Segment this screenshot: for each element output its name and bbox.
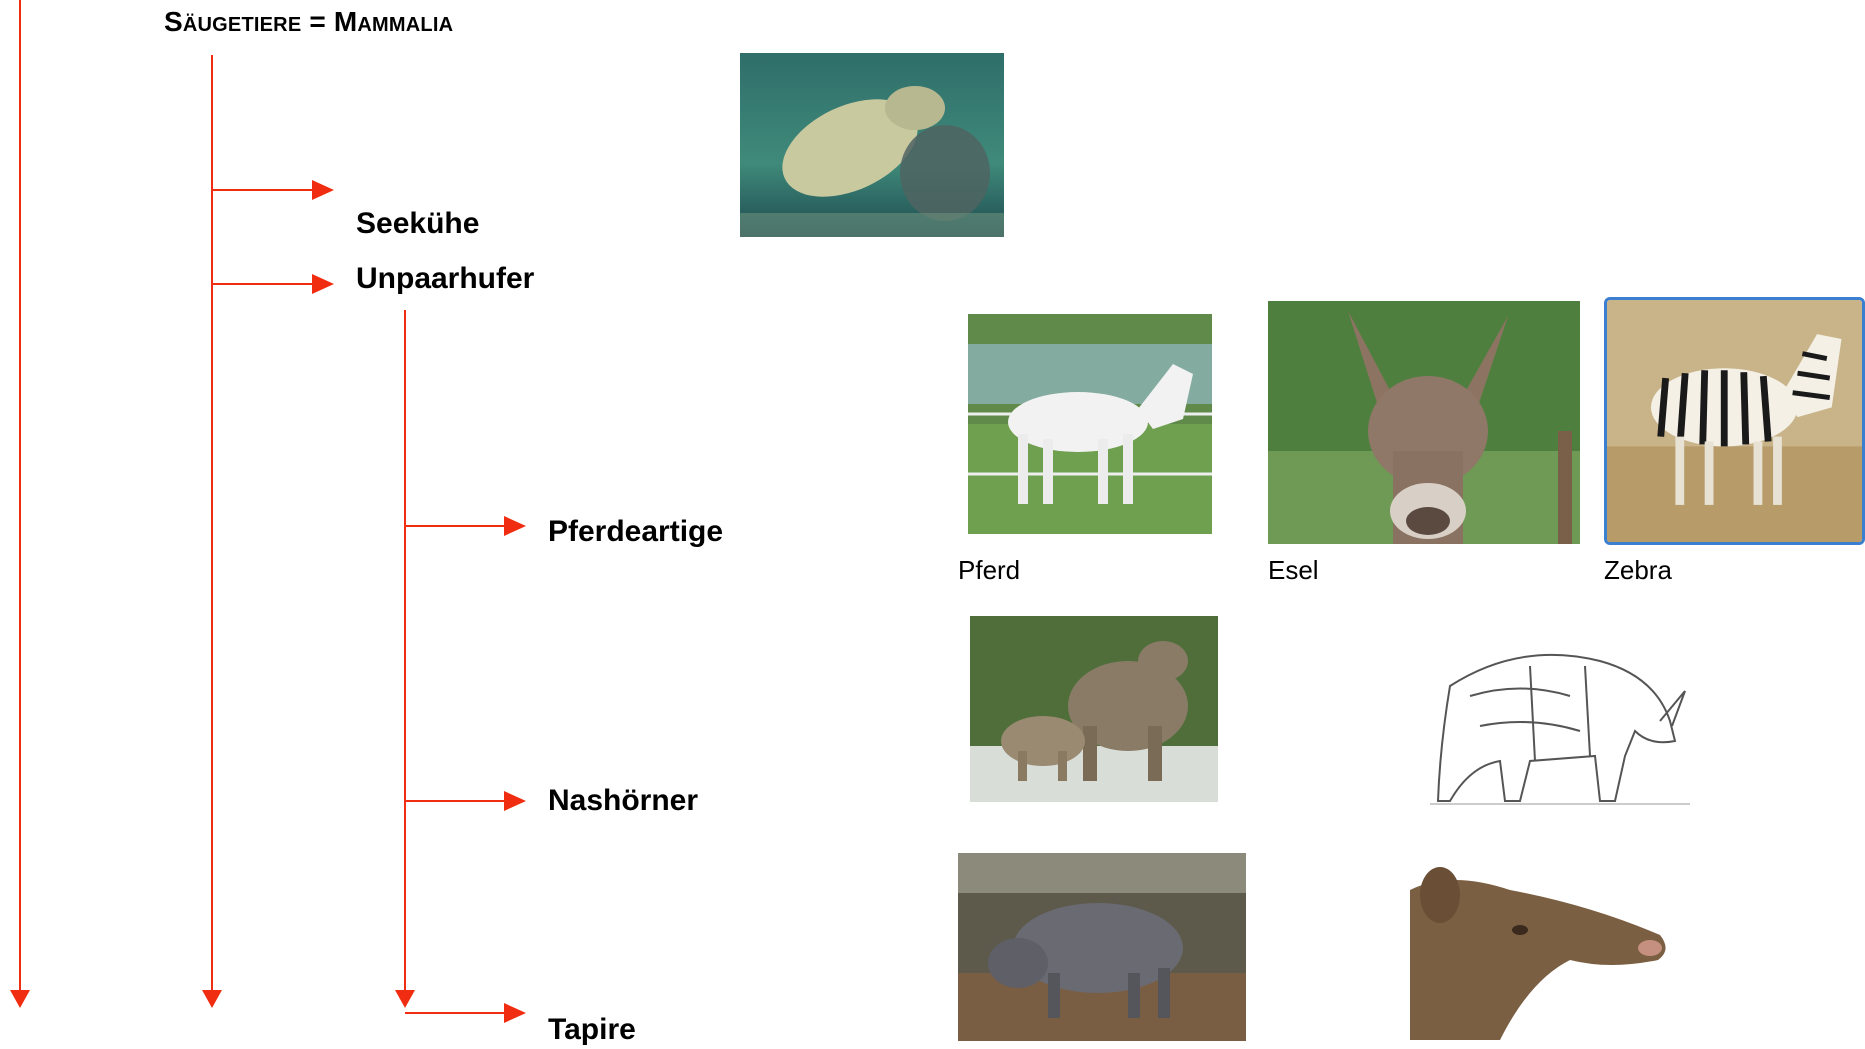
label-unpaarhufer: Unpaarhufer — [356, 262, 535, 295]
tapir-head-image — [1410, 860, 1672, 1040]
rhino-sketch-image — [1410, 626, 1702, 816]
zebra-image — [1604, 297, 1865, 545]
arrowhead-axis-2 — [202, 990, 222, 1008]
donkey-image — [1268, 301, 1580, 544]
arrowhead-nashoerner — [504, 791, 526, 811]
label-seekuehe: Seekühe — [356, 207, 480, 240]
rhino-photo-image — [958, 606, 1230, 812]
arrowhead-seekuehe — [312, 180, 334, 200]
label-nashoerner: Nashörner — [548, 784, 699, 817]
arrowhead-pferdeartige — [504, 516, 526, 536]
arrowhead-axis-1 — [10, 990, 30, 1008]
label-pferdeartige: Pferdeartige — [548, 515, 724, 548]
caption-pferd: Pferd — [958, 555, 1021, 585]
arrowhead-tapire — [504, 1003, 526, 1023]
page-title: Säugetiere = Mammalia — [164, 6, 454, 37]
arrowhead-unpaarhufer — [312, 274, 334, 294]
arrowhead-axis-3 — [395, 990, 415, 1008]
label-tapire: Tapire — [548, 1013, 636, 1046]
caption-esel: Esel — [1268, 555, 1319, 585]
caption-zebra: Zebra — [1604, 555, 1672, 585]
tapir-photo-image — [958, 853, 1246, 1041]
horse-image — [958, 304, 1222, 544]
manatee-image — [740, 53, 1004, 237]
